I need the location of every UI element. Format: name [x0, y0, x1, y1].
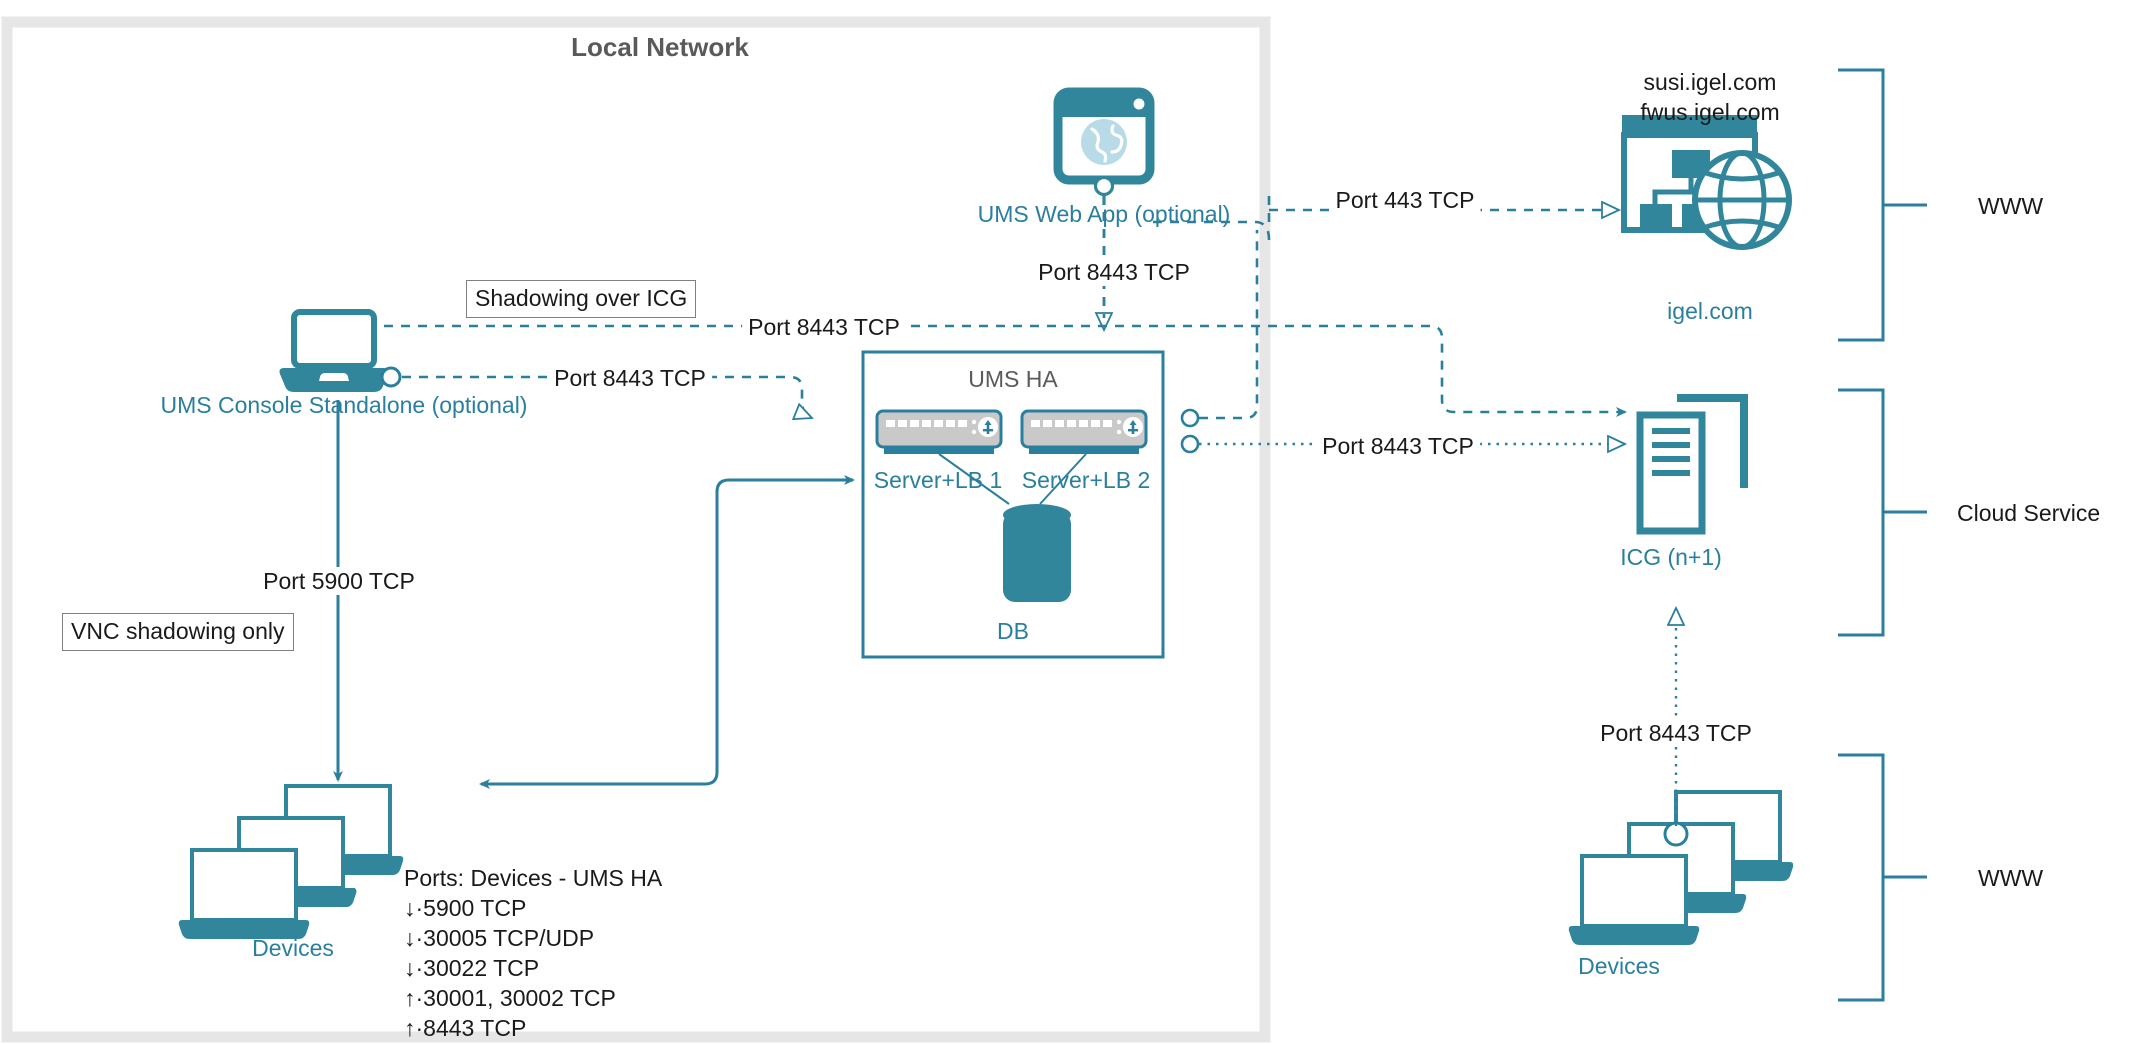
- ha-connector-dot-upper: [1180, 408, 1200, 428]
- bracket-www-bottom: [1838, 753, 1927, 1002]
- ums-web-app-label: UMS Web App (optional): [977, 201, 1231, 227]
- igel-com-label: igel.com: [1667, 298, 1753, 324]
- server-tower-icon: [1636, 394, 1748, 535]
- ums-ha-box: [861, 350, 1165, 659]
- edge-console-to-ha: [402, 375, 812, 418]
- ports-note-line-5: ↑·8443 TCP: [404, 1015, 527, 1041]
- server-appliance-icon-2: [1020, 409, 1148, 505]
- edge-label-webapp-to-ha: Port 8443 TCP: [1032, 258, 1196, 287]
- bracket-label-cloud-service: Cloud Service: [1957, 500, 2101, 526]
- laptop-stack-icon-local: [178, 784, 404, 939]
- edge-label-webapp-to-igel: Port 443 TCP: [1329, 186, 1481, 215]
- laptop-stack-icon-remote: [1568, 790, 1794, 945]
- callout-vnc-shadowing-only: VNC shadowing only: [62, 613, 294, 651]
- edge-label-console-to-devices: Port 5900 TCP: [257, 567, 421, 596]
- devices-remote-label: Devices: [1578, 953, 1660, 979]
- edge-label-console-to-ha: Port 8443 TCP: [548, 364, 712, 393]
- ha-connector-dot-lower: [1180, 434, 1200, 454]
- ports-note-heading: Ports: Devices - UMS HA: [404, 865, 663, 891]
- server-appliance-icon-1: [875, 409, 1010, 505]
- edge-label-ha-to-icg: Port 8443 TCP: [1316, 432, 1480, 461]
- ums-ha-title: UMS HA: [968, 366, 1058, 392]
- bracket-cloud-service: [1838, 388, 1927, 637]
- ums-ha-server-2-label: Server+LB 2: [1021, 467, 1151, 493]
- ums-ha-db-label: DB: [997, 618, 1029, 644]
- ports-note-line-4: ↑·30001, 30002 TCP: [404, 985, 616, 1011]
- igel-hosts-line-2: fwus.igel.com: [1640, 99, 1780, 125]
- browser-globe-icon: [1053, 87, 1155, 205]
- ports-note-line-3: ↓·30022 TCP: [404, 955, 540, 981]
- edge-label-remote-devices-to-icg: Port 8443 TCP: [1594, 719, 1758, 748]
- edge-ha-to-devices: [479, 475, 855, 789]
- devices-local-label: Devices: [252, 935, 334, 961]
- icg-label: ICG (n+1): [1620, 544, 1722, 570]
- local-network-title: Local Network: [571, 32, 749, 62]
- ums-console-label: UMS Console Standalone (optional): [160, 392, 528, 418]
- igel-hosts-line-1: susi.igel.com: [1643, 69, 1777, 95]
- edge-label-console-shadow-icg: Port 8443 TCP: [742, 313, 906, 342]
- ums-ha-server-1-label: Server+LB 1: [873, 467, 1003, 493]
- web-sitemap-globe-icon: [1621, 115, 1792, 250]
- bracket-label-www-top: WWW: [1978, 193, 2044, 219]
- ports-note-line-2: ↓·30005 TCP/UDP: [404, 925, 595, 951]
- bracket-www-top: [1838, 68, 1927, 342]
- bracket-label-www-bottom: WWW: [1978, 865, 2044, 891]
- laptop-icon: [279, 309, 402, 392]
- callout-shadowing-over-icg: Shadowing over ICG: [466, 280, 697, 318]
- database-cylinder-icon: [1003, 504, 1071, 602]
- edge-console-shadow-icg: [384, 324, 1627, 417]
- ports-note-line-1: ↓·5900 TCP: [404, 895, 527, 921]
